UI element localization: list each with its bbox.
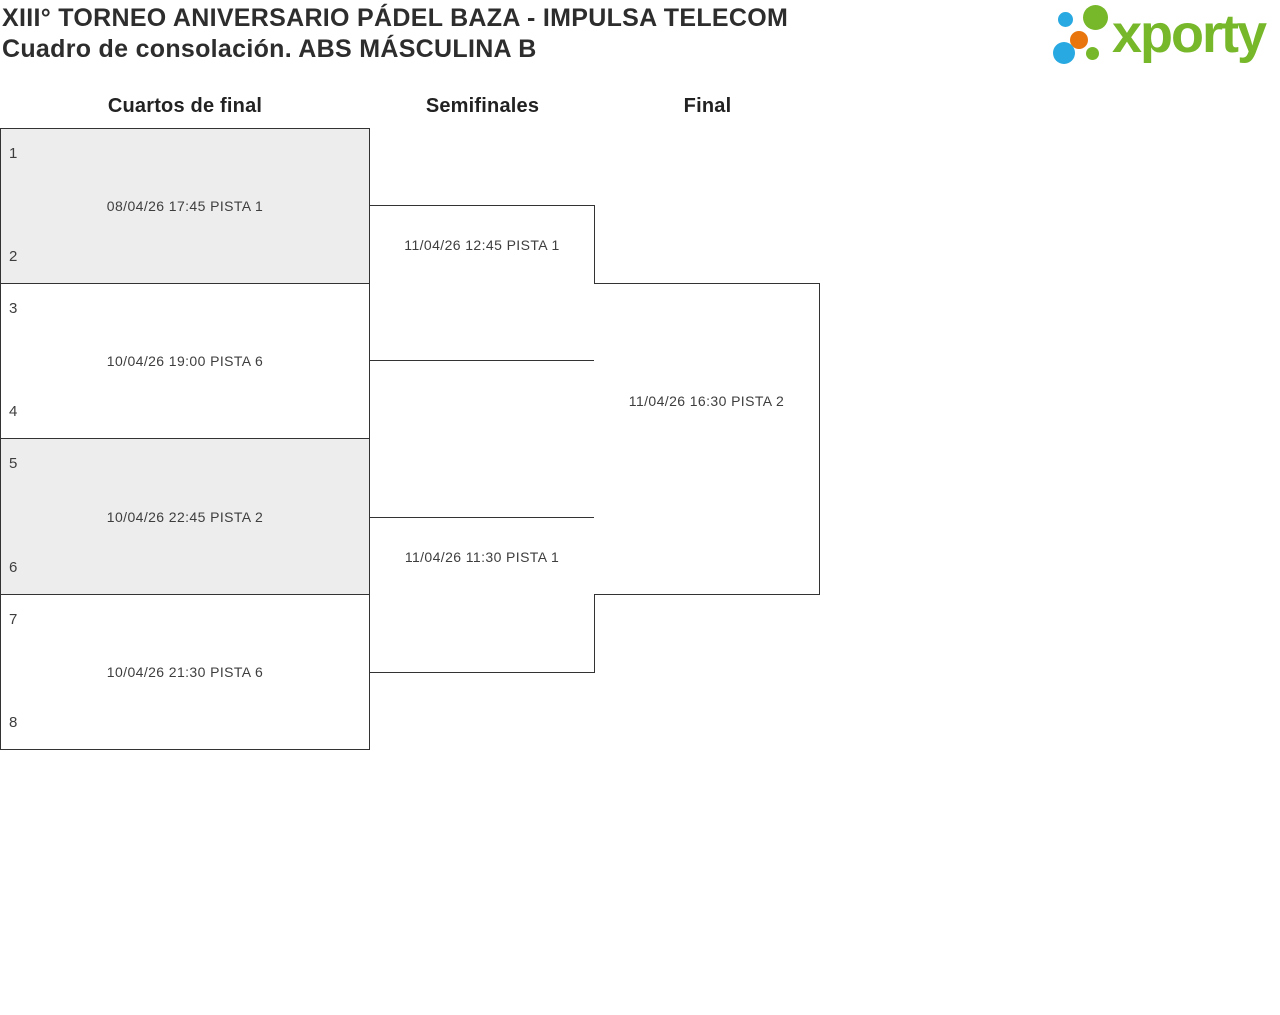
match-schedule: 10/04/26 21:30 PISTA 6 [106,664,264,680]
seed-slot-4: 4 [9,403,18,420]
match-schedule: 11/04/26 16:30 PISTA 2 [628,393,785,409]
tournament-title: XIII° TORNEO ANIVERSARIO PÁDEL BAZA - IM… [2,4,789,32]
sf-match-2[interactable]: 11/04/26 11:30 PISTA 1 [370,517,595,673]
seed-slot-3: 3 [9,300,18,317]
final-match[interactable]: 11/04/26 16:30 PISTA 2 [594,283,820,595]
bracket-subtitle: Cuadro de consolación. ABS MÁSCULINA B [2,35,537,63]
logo-dot-blue-large-icon [1053,42,1075,64]
logo-dot-orange-icon [1070,31,1088,49]
logo-dot-green-small-icon [1086,47,1099,60]
match-schedule: 10/04/26 19:00 PISTA 6 [106,353,264,369]
match-schedule: 11/04/26 12:45 PISTA 1 [404,237,560,253]
qf-match-1[interactable]: 1 08/04/26 17:45 PISTA 1 2 [0,128,370,284]
match-schedule: 10/04/26 22:45 PISTA 2 [106,508,264,525]
seed-slot-1: 1 [9,145,18,162]
logo-wordmark: xporty [1112,4,1267,64]
qf-match-3[interactable]: 5 10/04/26 22:45 PISTA 2 6 [0,438,370,595]
match-schedule: 08/04/26 17:45 PISTA 1 [106,198,264,214]
seed-slot-8: 8 [9,714,18,731]
round-header-final: Final [683,95,732,117]
round-header-semifinales: Semifinales [425,95,540,117]
qf-match-4[interactable]: 7 10/04/26 21:30 PISTA 6 8 [0,594,370,750]
logo-dot-blue-small-icon [1058,12,1073,27]
match-schedule: 11/04/26 11:30 PISTA 1 [404,549,560,565]
page-title: XIII° TORNEO ANIVERSARIO PÁDEL BAZA - IM… [2,3,788,65]
logo-dot-green-large-icon [1083,5,1108,30]
seed-slot-6: 6 [9,559,18,576]
seed-slot-5: 5 [9,455,18,472]
round-header-cuartos: Cuartos de final [107,95,263,117]
sf-match-1[interactable]: 11/04/26 12:45 PISTA 1 [370,205,595,361]
qf-match-2[interactable]: 3 10/04/26 19:00 PISTA 6 4 [0,283,370,439]
seed-slot-2: 2 [9,248,18,265]
seed-slot-7: 7 [9,611,18,628]
